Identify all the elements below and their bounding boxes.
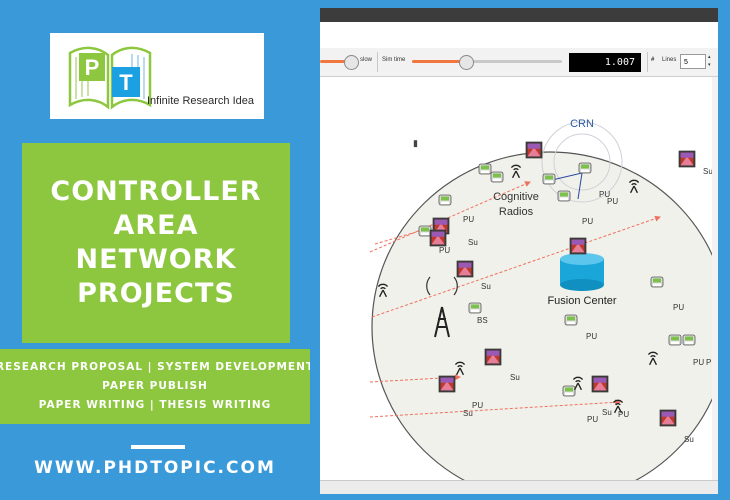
t-square xyxy=(112,67,140,97)
title-line-3: NETWORK xyxy=(75,244,237,275)
radios-label: Radios xyxy=(499,206,534,218)
phone-icon xyxy=(490,171,504,183)
sim-time-display: 1.007 xyxy=(569,53,641,72)
su-label: Su xyxy=(510,373,520,382)
cognitive-label: Cognitive xyxy=(493,191,539,203)
signal-arrow xyxy=(369,181,531,253)
phone-icon xyxy=(564,314,578,326)
service-line-3: PAPER WRITING | THESIS WRITING xyxy=(38,399,272,411)
pu-label: PU xyxy=(586,332,597,341)
phone-icon xyxy=(468,302,482,314)
signal-arrow xyxy=(371,215,661,318)
node-labels: Su PU Su PU Su BS PU PU PU PU PU PU PU S… xyxy=(439,167,717,444)
phone-icon xyxy=(682,334,696,346)
left-promo-panel: P T Infinite Research Idea CONTROLLER AR… xyxy=(0,0,313,500)
lines-spinner-icon[interactable]: ▴▾ xyxy=(708,54,711,68)
phone-icon xyxy=(668,334,682,346)
vertical-scrollbar[interactable] xyxy=(712,77,718,480)
phone-icon xyxy=(557,190,571,202)
pu-label: PU xyxy=(607,197,618,206)
pu-label: PU xyxy=(693,358,704,367)
logo-letter-p: P xyxy=(85,55,100,80)
service-line-1: RESEARCH PROPOSAL | SYSTEM DEVELOPMENT xyxy=(0,361,315,373)
phone-icon xyxy=(478,163,492,175)
services-block: RESEARCH PROPOSAL | SYSTEM DEVELOPMENT P… xyxy=(0,349,313,424)
range-ring xyxy=(541,121,623,203)
link-line xyxy=(577,172,583,200)
sim-time-slider-fill xyxy=(412,60,465,63)
phone-icon xyxy=(438,194,452,206)
logo[interactable]: P T Infinite Research Idea xyxy=(50,33,264,119)
service-line-2: PAPER PUBLISH xyxy=(102,380,208,392)
su-label: Su xyxy=(703,167,713,176)
router-icon xyxy=(591,375,609,393)
bs-label: BS xyxy=(477,316,488,325)
sim-time-slider-thumb[interactable] xyxy=(459,55,474,70)
logo-letter-t: T xyxy=(119,70,133,95)
open-book-logo-icon: P T xyxy=(68,46,152,110)
lines-input[interactable]: 5 xyxy=(680,54,706,69)
router-icon xyxy=(525,141,543,159)
title-block: CONTROLLER AREA NETWORK PROJECTS xyxy=(22,143,290,343)
pu-label: PU xyxy=(618,410,629,419)
su-label: Su xyxy=(468,238,478,247)
phone-icon xyxy=(562,385,576,397)
router-icon xyxy=(569,237,587,255)
lines-icon: # xyxy=(651,57,655,63)
phone-icon xyxy=(418,225,432,237)
simulator-window: slow Sim time 1.007 # Lines 5 ▴▾ xyxy=(320,8,718,494)
base-station-tower-icon xyxy=(426,276,458,338)
title-line-2: AREA xyxy=(113,210,199,241)
simulator-toolbar: slow Sim time 1.007 # Lines 5 ▴▾ xyxy=(320,48,718,77)
pu-label: PU xyxy=(673,303,684,312)
pu-label: PU xyxy=(472,401,483,410)
crn-diagram: CRN ▮ Cognitive Radios Fusion Center xyxy=(369,118,718,494)
speed-slider-track xyxy=(320,60,348,63)
pu-label: PU xyxy=(587,415,598,424)
pu-label: PU xyxy=(582,217,593,226)
toolbar-separator xyxy=(647,52,648,72)
toolbar-separator xyxy=(377,52,378,72)
router-icon xyxy=(484,348,502,366)
phone-icon xyxy=(650,276,664,288)
router-icon xyxy=(659,409,677,427)
divider xyxy=(131,445,185,449)
fusion-center-label: Fusion Center xyxy=(547,295,616,307)
pu-label: PU xyxy=(463,215,474,224)
router-icon xyxy=(456,260,474,278)
su-label: Su xyxy=(684,435,694,444)
signal-arrow xyxy=(369,399,621,418)
link-line xyxy=(551,172,583,181)
crn-circle xyxy=(371,151,718,494)
router-icon xyxy=(438,375,456,393)
speed-slider-thumb[interactable] xyxy=(344,55,359,70)
p-square xyxy=(79,53,105,81)
pu-label: PU xyxy=(706,358,717,367)
pu-label: PU xyxy=(439,246,450,255)
phone-icon xyxy=(578,162,592,174)
window-titlebar xyxy=(320,8,718,22)
title-line-4: PROJECTS xyxy=(77,278,235,309)
range-ring xyxy=(553,133,611,191)
su-label: Su xyxy=(481,282,491,291)
fusion-center-icon xyxy=(560,253,604,291)
sim-time-label: Sim time xyxy=(382,57,406,63)
website-link[interactable]: WWW.PHDTOPIC.COM xyxy=(34,458,276,478)
network-canvas[interactable]: CRN ▮ Cognitive Radios Fusion Center xyxy=(320,77,718,494)
title-line-1: CONTROLLER xyxy=(50,176,262,207)
su-label: Su xyxy=(602,408,612,417)
speed-label: slow xyxy=(360,57,373,63)
cursor-marker: ▮ xyxy=(413,138,418,148)
crn-label: CRN xyxy=(570,118,594,130)
sim-time-slider-track[interactable] xyxy=(412,60,562,63)
phone-icon xyxy=(542,173,556,185)
logo-text: Infinite Research Idea xyxy=(147,95,255,107)
router-icon xyxy=(429,229,447,247)
window-status-bar xyxy=(320,480,718,494)
su-label: Su xyxy=(463,409,473,418)
lines-label: Lines xyxy=(662,57,677,63)
router-icon xyxy=(678,150,696,168)
pu-label: PU xyxy=(599,190,610,199)
